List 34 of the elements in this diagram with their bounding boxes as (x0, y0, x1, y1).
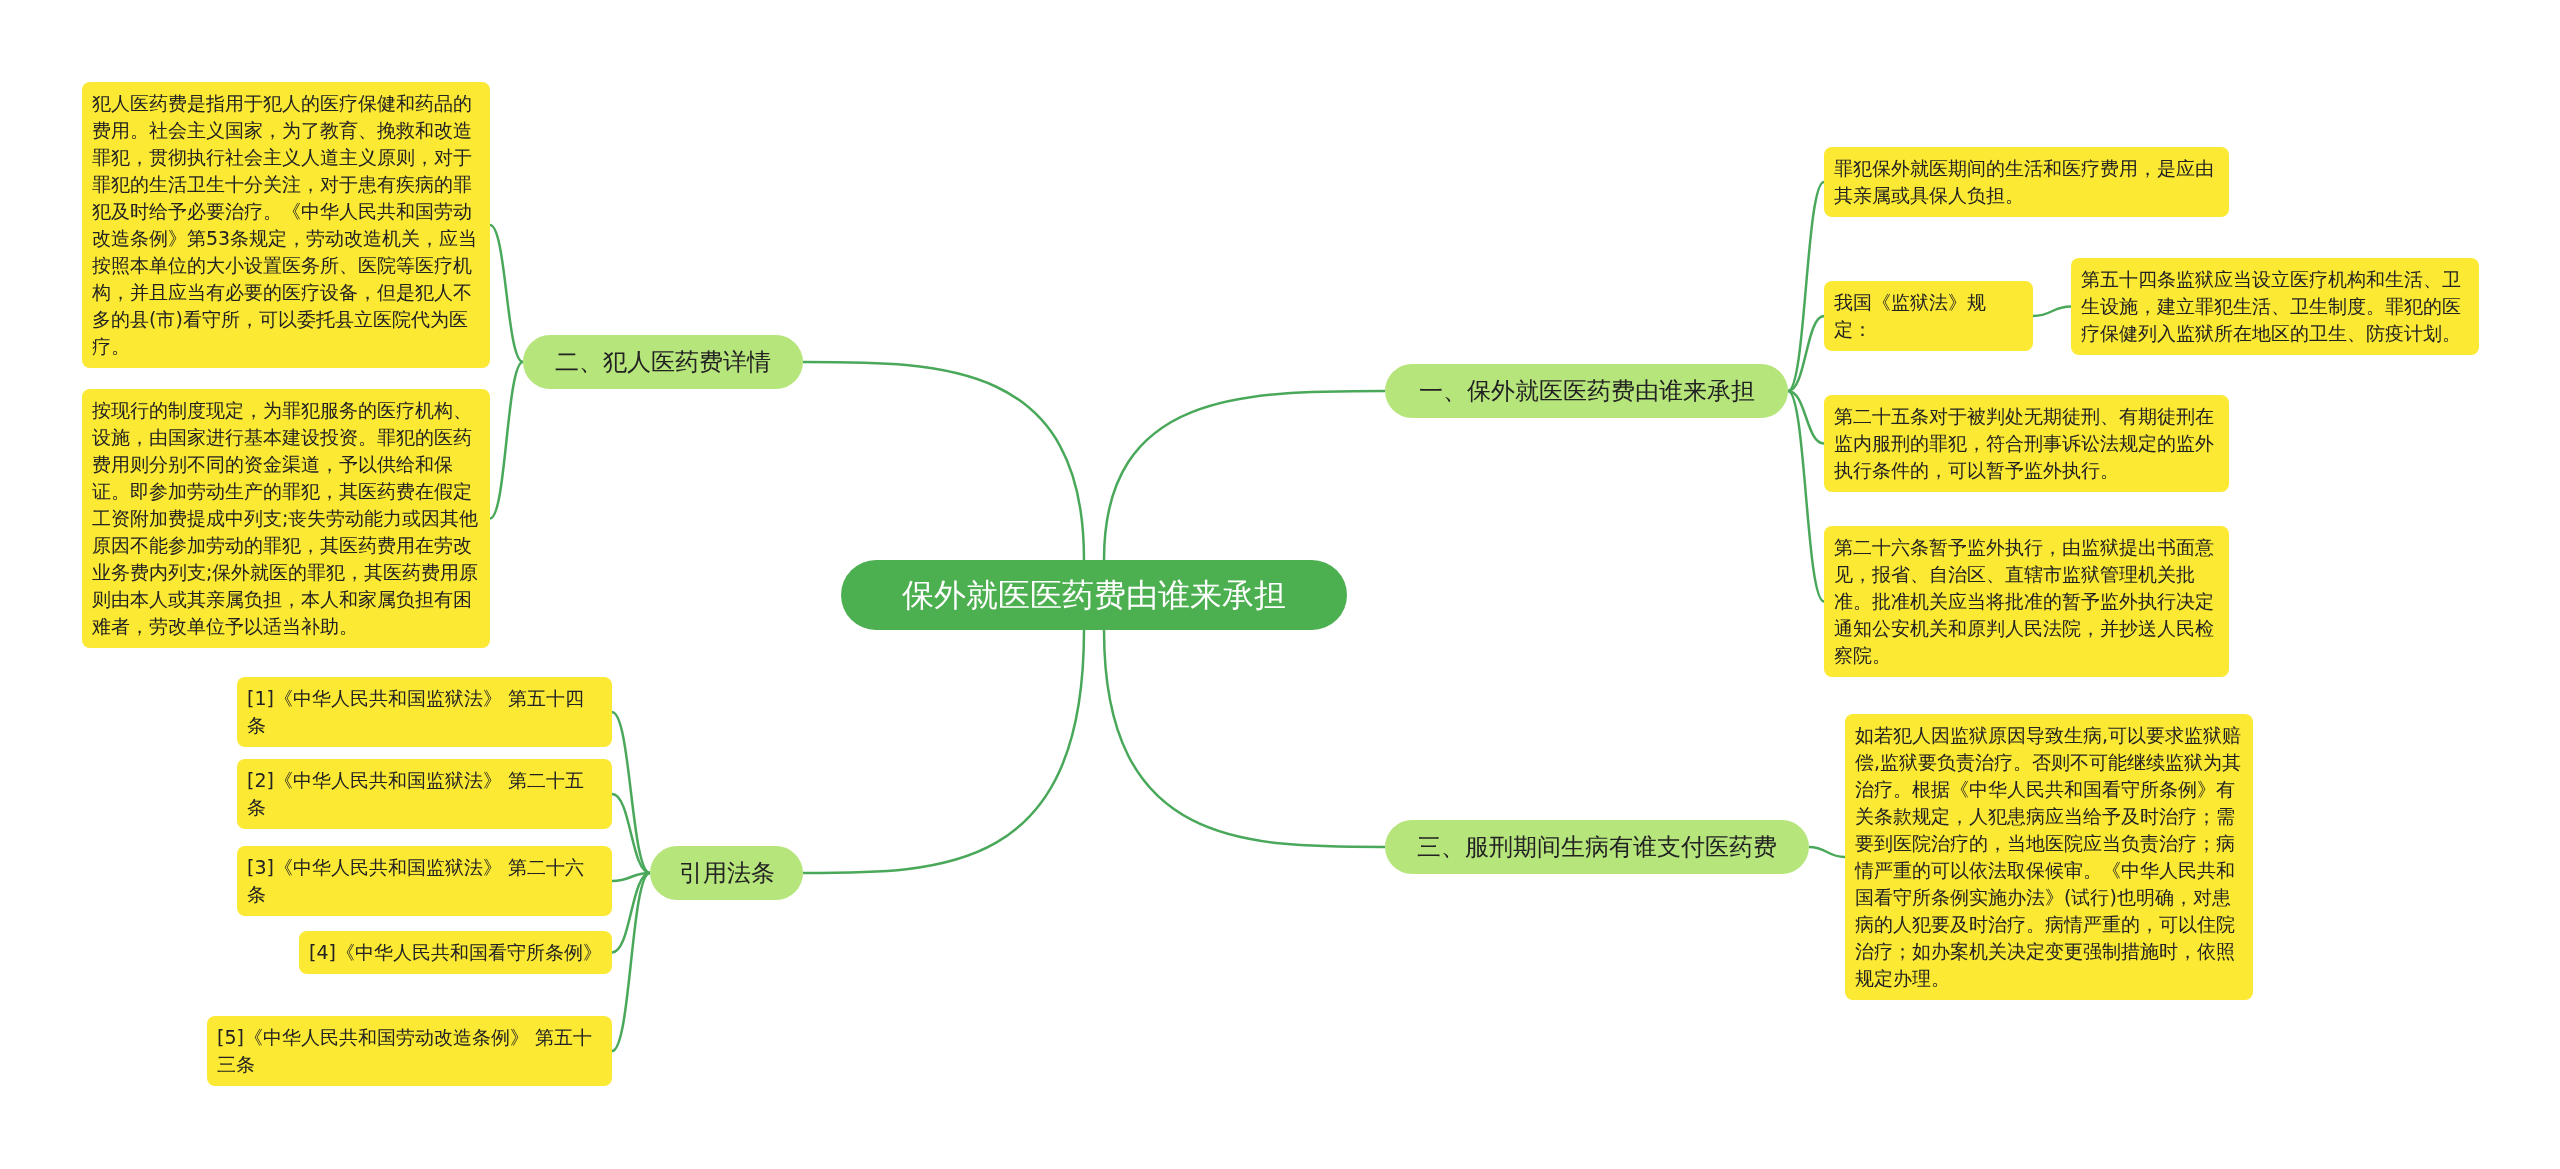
connector (1787, 390, 1825, 603)
note-card: 我国《监狱法》规定： (1824, 281, 2033, 351)
connector (1787, 181, 1825, 392)
note-card: 第二十五条对于被判处无期徒刑、有期徒刑在监内服刑的罪犯，符合刑事诉讼法规定的监外执行条件的，可以暂予监外执行。 (1824, 395, 2229, 492)
note-card: 罪犯保外就医期间的生活和医疗费用，是应由其亲属或具保人负担。 (1824, 147, 2229, 217)
note-card: 犯人医药费是指用于犯人的医疗保健和药品的费用。社会主义国家，为了教育、挽救和改造罪犯，贯彻执行社会主义人道主义原则，对于罪犯的生活卫生十分关注，对于患有疾病的罪犯及时给予必要治疗。《中华人民共和国劳动改造条例》第53条规定，劳动改造机关，应当按照本单位的大小设置医务所、医院等医疗机构，并且应当有必要的医疗设备，但是犯人不多的县(市)看守所，可以委托县立医院代为医疗。 (82, 82, 490, 368)
note-card: [3]《中华人民共和国监狱法》 第二十六条 (237, 846, 612, 916)
connector (611, 711, 651, 874)
note-card: 第二十六条暂予监外执行，由监狱提出书面意见，报省、自治区、直辖市监狱管理机关批准。批准机关应当将批准的暂予监外执行决定通知公安机关和原判人民法院，并抄送人民检察院。 (1824, 526, 2229, 677)
connector (803, 629, 1086, 875)
connector (2032, 305, 2072, 318)
connector (1787, 389, 1825, 445)
connector (803, 360, 1086, 561)
connector (1787, 314, 1825, 393)
note-card: [4]《中华人民共和国看守所条例》 (299, 931, 612, 974)
connector (489, 361, 524, 520)
connector (1102, 629, 1385, 849)
connector (1808, 845, 1846, 859)
connector (489, 223, 524, 364)
connector (611, 792, 651, 875)
note-card: [1]《中华人民共和国监狱法》 第五十四条 (237, 677, 612, 747)
note-card: 如若犯人因监狱原因导致生病,可以要求监狱赔偿,监狱要负责治疗。否则不可能继续监狱为其治疗。根据《中华人民共和国看守所条例》有关条款规定，人犯患病应当给予及时治疗；需要到医院治疗的，当地医院应当负责治疗；病情严重的可以依法取保候审。《中华人民共和国看守所条例实施办法》(试行)也明确，对患病的人犯要及时治疗。病情严重的，可以住院治疗；如办案机关决定变更强制措施时，依照规定办理。 (1845, 714, 2253, 1000)
central-topic: 保外就医医药费由谁来承担 (841, 560, 1347, 630)
note-card: 按现行的制度现定，为罪犯服务的医疗机构、设施，由国家进行基本建设投资。罪犯的医药费用则分别不同的资金渠道，予以供给和保证。即参加劳动生产的罪犯，其医药费在假定工资附加费提成中列支;丧失劳动能力或因其他原因不能参加劳动的罪犯，其医药费用在劳改业务费内列支;保外就医的罪犯，其医药费用原则由本人或其亲属负担，本人和家属负担有困难者，劳改单位予以适当补助。 (82, 389, 490, 648)
branch-topic: 引用法条 (650, 846, 803, 900)
branch-topic: 一、保外就医医药费由谁来承担 (1385, 364, 1788, 418)
connector (611, 871, 651, 954)
note-card: [5]《中华人民共和国劳动改造条例》 第五十三条 (207, 1016, 612, 1086)
note-card: [2]《中华人民共和国监狱法》 第二十五条 (237, 759, 612, 829)
connector (611, 872, 651, 1052)
branch-topic: 二、犯人医药费详情 (523, 335, 803, 389)
note-card: 第五十四条监狱应当设立医疗机构和生活、卫生设施，建立罪犯生活、卫生制度。罪犯的医疗保健列入监狱所在地区的卫生、防疫计划。 (2071, 258, 2479, 355)
connector (1102, 389, 1385, 561)
branch-topic: 三、服刑期间生病有谁支付医药费 (1385, 820, 1809, 874)
